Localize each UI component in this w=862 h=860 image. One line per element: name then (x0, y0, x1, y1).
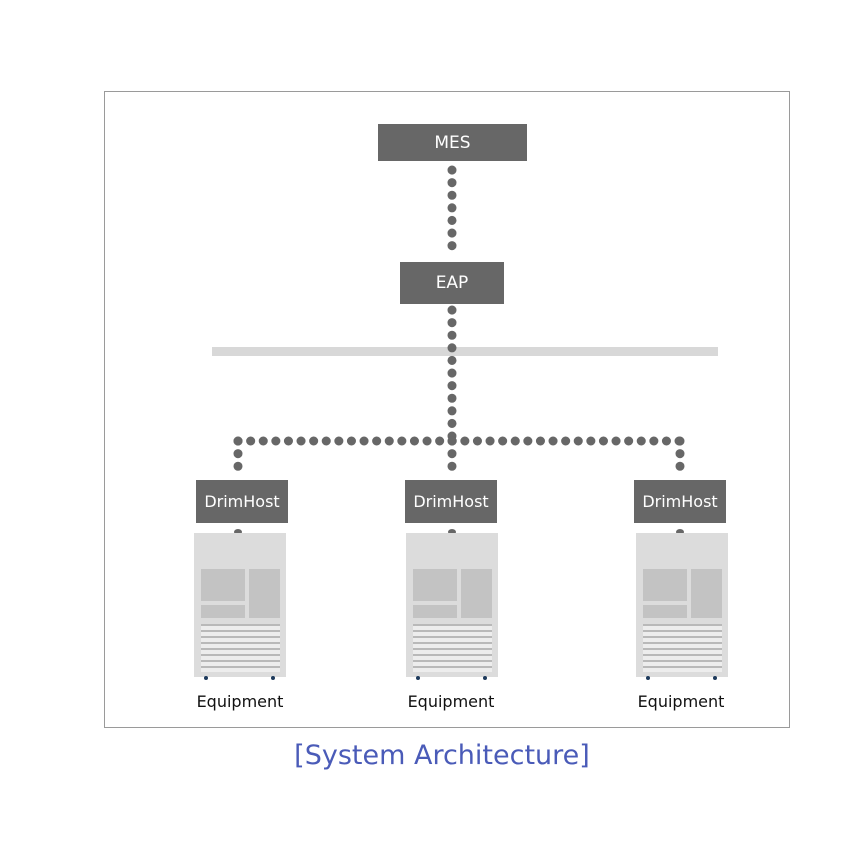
drimhost-node-right: DrimHost (634, 480, 726, 523)
equipment-icon-left (194, 533, 286, 681)
eap-node: EAP (400, 262, 504, 304)
mes-node: MES (378, 124, 527, 161)
equipment-label-center: Equipment (407, 692, 495, 711)
equipment-icon-right (636, 533, 728, 681)
diagram-caption: [System Architecture] (294, 740, 590, 771)
network-bus (212, 347, 718, 356)
drimhost-node-center: DrimHost (405, 480, 497, 523)
equipment-label-right: Equipment (637, 692, 725, 711)
equipment-label-left: Equipment (196, 692, 284, 711)
diagram-frame (104, 91, 790, 728)
drimhost-node-left: DrimHost (196, 480, 288, 523)
equipment-icon-center (406, 533, 498, 681)
